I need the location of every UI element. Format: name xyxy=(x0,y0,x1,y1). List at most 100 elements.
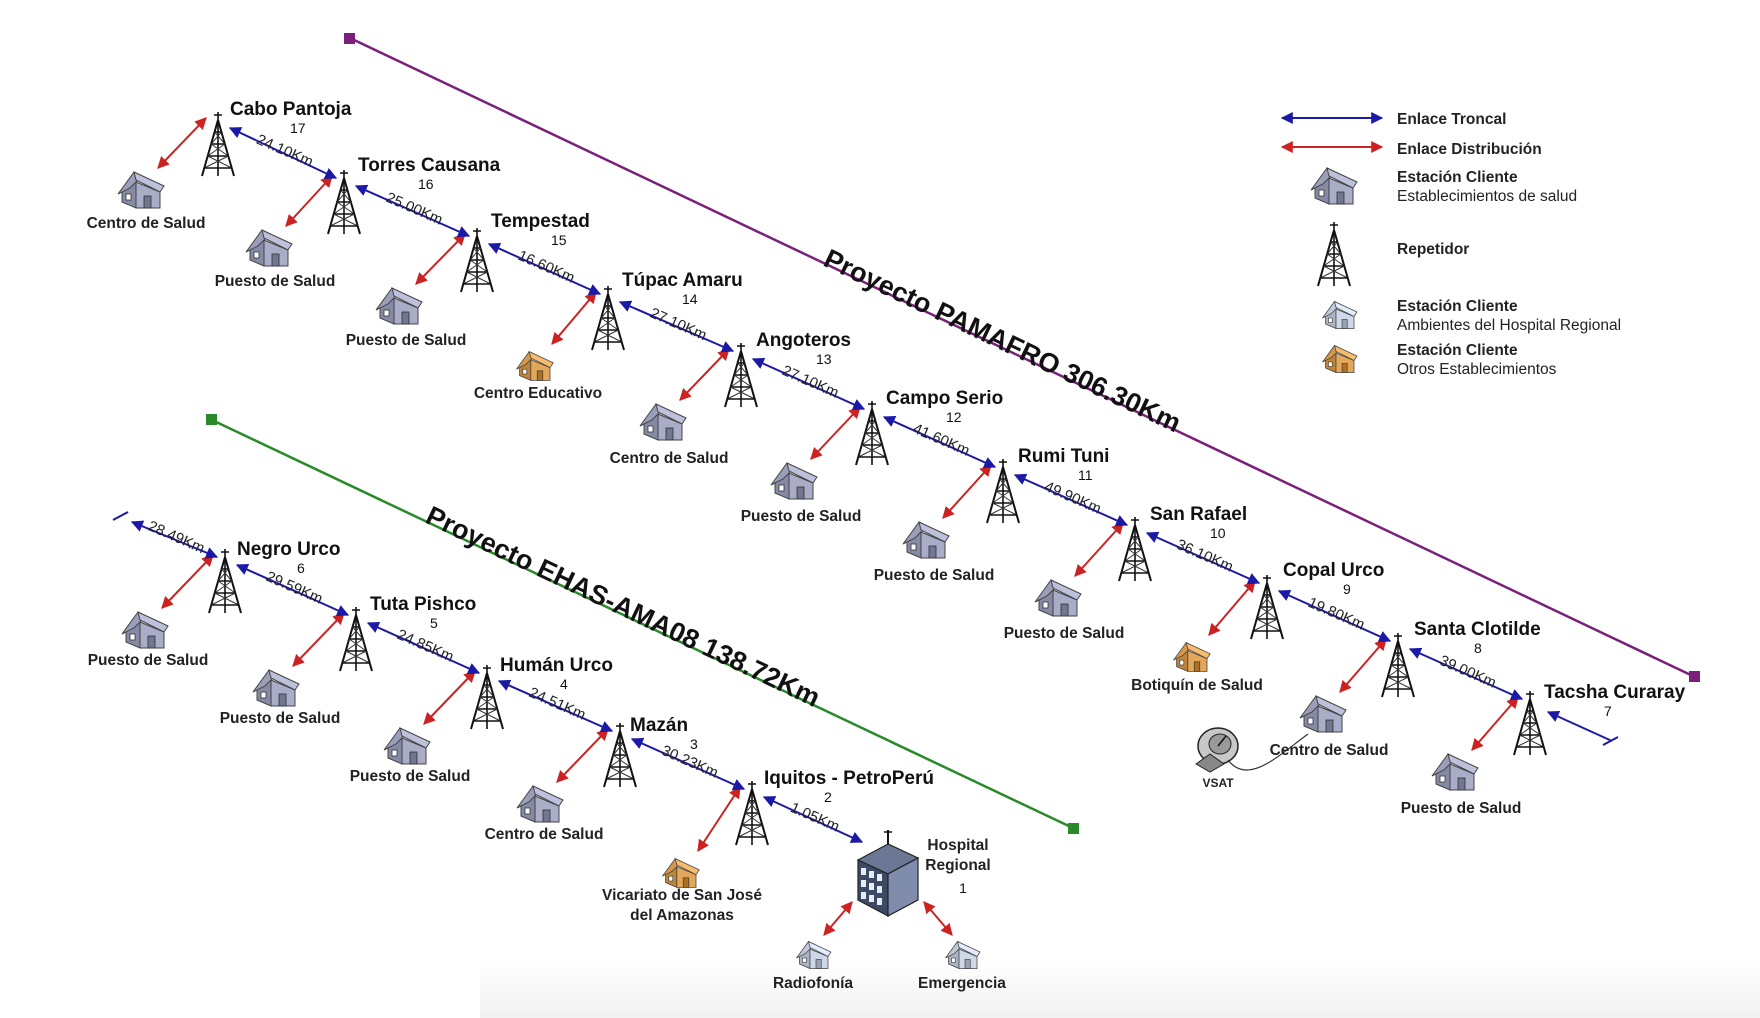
tower-brace xyxy=(210,131,222,145)
station-number: 16 xyxy=(418,176,434,192)
tower-brace xyxy=(727,386,752,400)
hospital-building-icon xyxy=(856,830,920,917)
tower-brace xyxy=(348,638,367,652)
house-front-wall xyxy=(809,948,829,969)
client-label: Centro de Salud xyxy=(1270,742,1389,759)
house-front-wall xyxy=(920,531,946,559)
house-roof-right xyxy=(674,857,700,876)
station-number: 9 xyxy=(1343,581,1351,597)
tower-leg-right xyxy=(217,119,235,177)
tower-brace xyxy=(340,189,352,203)
house-front-wall xyxy=(1328,177,1354,205)
hospital-window xyxy=(869,871,874,878)
distribution-link-arrow xyxy=(1074,522,1124,577)
tower-brace xyxy=(333,213,358,227)
tower-brace xyxy=(999,478,1011,492)
house-door xyxy=(1341,319,1348,329)
tower-brace xyxy=(211,592,236,606)
repeater-tower-icon xyxy=(339,607,373,672)
tower-brace xyxy=(992,490,1011,504)
tower-brace xyxy=(744,812,763,826)
house-door xyxy=(1336,191,1345,205)
tower-brace xyxy=(600,305,612,319)
house-roof-right xyxy=(133,171,165,193)
house-window xyxy=(668,875,674,882)
tower-brace xyxy=(342,650,367,664)
house-window xyxy=(391,749,398,757)
health-client-house-icon xyxy=(1034,579,1082,617)
trunk-link-distance: 24.85Km xyxy=(394,626,456,666)
house-window xyxy=(253,251,260,259)
tower-brace xyxy=(1320,265,1345,279)
tower-brace xyxy=(1526,710,1538,724)
tower-leg-right xyxy=(740,350,758,408)
tower-brace xyxy=(204,155,229,169)
house-roof-right xyxy=(786,462,818,484)
distribution-link-arrow xyxy=(697,785,741,853)
tower-brace xyxy=(345,638,364,652)
house-door xyxy=(147,635,156,649)
hospital-window xyxy=(877,874,882,881)
house-roof-right xyxy=(391,287,423,309)
tower-brace xyxy=(479,684,491,698)
client-label: Puesto de Salud xyxy=(88,652,209,669)
station-number: 3 xyxy=(690,736,698,752)
tower-brace xyxy=(868,420,880,434)
house-front-wall xyxy=(1335,308,1355,329)
tower-brace xyxy=(864,420,876,434)
pamafro-project-line xyxy=(349,36,1696,679)
hospital-client-house-icon xyxy=(796,940,832,970)
station-number: 13 xyxy=(816,351,832,367)
tower-brace xyxy=(741,812,760,826)
hospital-right-wall xyxy=(887,857,919,917)
house-window xyxy=(647,425,654,433)
client-label: Botiquín de Salud xyxy=(1131,677,1263,694)
station-number: 12 xyxy=(946,409,962,425)
house-roof-right xyxy=(528,350,554,369)
house-roof-right xyxy=(261,229,293,251)
house-door xyxy=(271,253,280,267)
vsat-label: VSAT xyxy=(1202,776,1234,790)
house-roof-right xyxy=(268,669,300,691)
tower-brace xyxy=(1330,241,1342,255)
tower-brace xyxy=(738,824,763,838)
tower-brace xyxy=(1394,652,1406,666)
tower-brace xyxy=(214,592,239,606)
legend-other-client-title: Estación Cliente xyxy=(1397,342,1518,359)
trunk-link-distance: 49.90Km xyxy=(1042,478,1104,518)
tower-brace xyxy=(473,708,498,722)
house-front-wall xyxy=(788,472,814,500)
health-client-house-icon xyxy=(383,727,431,765)
hospital-client-label: Radiofonía xyxy=(773,975,853,992)
tower-brace xyxy=(221,568,233,582)
trunk-link-distance: 1.05Km xyxy=(788,799,842,835)
house-window xyxy=(1328,317,1333,323)
tower-leg-right xyxy=(1529,698,1547,756)
trunk-link-arrow xyxy=(1145,531,1261,585)
pamafro-line-end-marker xyxy=(1689,671,1700,682)
repeater-tower-icon xyxy=(208,549,242,614)
tower-brace xyxy=(1387,664,1406,678)
tower-brace xyxy=(469,247,481,261)
house-front-wall xyxy=(958,948,978,969)
tower-brace xyxy=(606,766,631,780)
station-number: 11 xyxy=(1078,467,1093,483)
client-label: Centro de Salud xyxy=(610,450,729,467)
house-door xyxy=(401,311,410,325)
station-name: Túpac Amaru xyxy=(622,270,743,291)
tower-brace xyxy=(1384,676,1409,690)
trunk-link-distance: 27.10Km xyxy=(647,305,709,345)
hospital-client-house-icon xyxy=(945,940,981,970)
legend-other-client-description: Otros Establecimientos xyxy=(1397,361,1557,378)
house-window xyxy=(1307,717,1314,725)
tower-leg-right xyxy=(619,730,637,788)
house-front-wall xyxy=(534,795,560,823)
trunk-link-distance: 24.10Km xyxy=(254,131,316,171)
station-name: Torres Causana xyxy=(358,155,501,176)
station-number: 7 xyxy=(1604,703,1612,719)
tower-leg-left xyxy=(1118,524,1136,582)
house-front-wall xyxy=(135,181,161,209)
station-name: Tuta Pishco xyxy=(370,594,476,615)
tower-leg-right xyxy=(1397,640,1415,698)
tower-leg-right xyxy=(1333,229,1351,287)
